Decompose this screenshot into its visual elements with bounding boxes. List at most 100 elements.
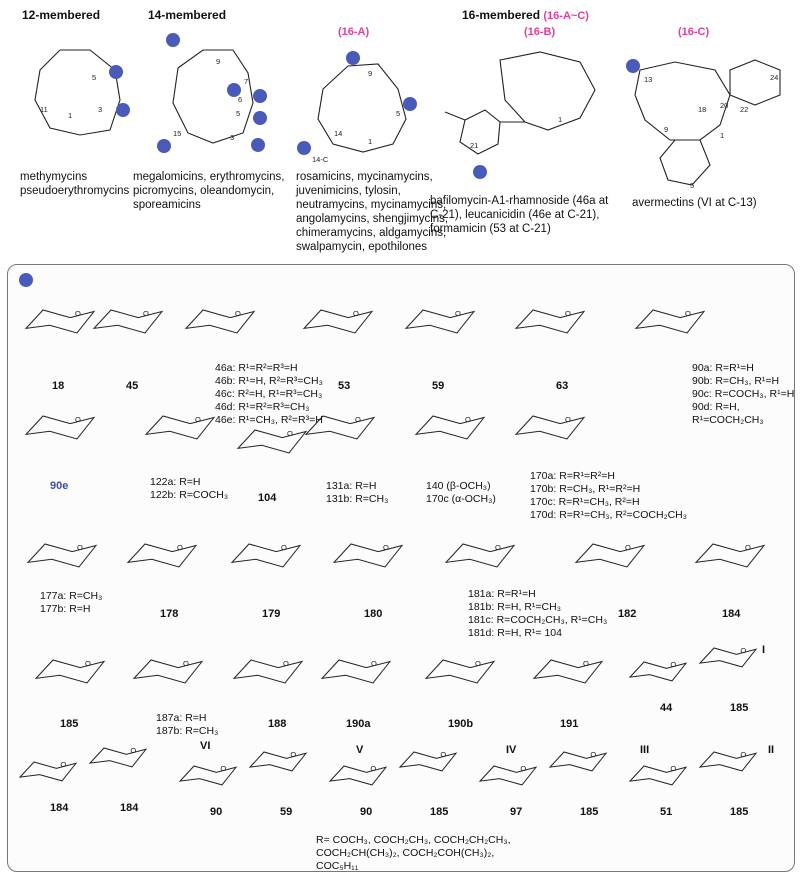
sugar-ring <box>414 415 486 440</box>
ring-oxygen-label: O <box>75 415 81 424</box>
sugar-ring <box>698 751 758 772</box>
ring-oxygen-label: O <box>520 764 526 773</box>
compound-structure-c188: O <box>232 659 304 684</box>
sugar-ring <box>92 309 164 334</box>
sugar-ring <box>132 659 204 684</box>
compound-label: 59 <box>432 380 445 392</box>
class-16a-examples: rosamicins, mycinamycins,juvenimicins, t… <box>296 171 449 253</box>
ring-oxygen-label: O <box>685 309 691 318</box>
ring-number: 11 <box>40 105 48 114</box>
sugar-ring <box>304 415 376 440</box>
sugar-ring <box>24 415 96 440</box>
sugar-ball-icon <box>473 165 487 179</box>
sugar-ring <box>18 761 78 782</box>
unit-label: 185 <box>580 806 599 818</box>
sugar-ring <box>34 659 106 684</box>
compound-structure-c63: O <box>514 309 586 334</box>
class-16c-examples: avermectins (VI at C-13) <box>632 197 757 209</box>
ring-oxygen-label: O <box>495 543 501 552</box>
ring-oxygen-label: O <box>177 543 183 552</box>
compound-structure-c46: O <box>184 309 256 334</box>
compound-structure-c191: O <box>532 659 604 684</box>
sugar-ring <box>328 765 388 786</box>
sugar-ball-icon <box>403 97 417 111</box>
substituent-note: 46b: R¹=H, R²=R³=CH₃ <box>215 375 323 387</box>
sugar-ring <box>24 309 96 334</box>
compound-structure-c179: O <box>230 543 302 568</box>
ring-number: 1 <box>68 111 72 120</box>
sugar-ring <box>236 429 308 454</box>
sugar-ring <box>628 765 688 786</box>
sugar-ball-icon <box>346 51 360 65</box>
ring-number: 5 <box>690 181 694 190</box>
ring-oxygen-label: O <box>740 750 746 759</box>
ring-oxygen-label: O <box>183 659 189 668</box>
ring-oxygen-label: O <box>290 750 296 759</box>
compound-label: 190b <box>448 718 474 730</box>
class-14-examples: megalomicins, erythromycins,picromycins,… <box>133 171 285 211</box>
compound-structure-c90e: O <box>24 415 96 440</box>
ring-oxygen-label: O <box>383 543 389 552</box>
substituent-note: 177a: R=CH₃ <box>40 590 103 602</box>
compound-label: IV <box>506 744 517 756</box>
class-16a-subtitle: (16-A) <box>338 26 370 38</box>
compound-structure-c178: O <box>126 543 198 568</box>
sugar-ball-icon <box>251 138 265 152</box>
ring-number: 1 <box>368 137 372 146</box>
ring-oxygen-label: O <box>565 309 571 318</box>
compound-label: II <box>768 744 775 756</box>
ring-number: 9 <box>216 57 220 66</box>
substituent-note: 181a: R=R¹=H <box>468 588 536 600</box>
sugar-ball-icon <box>297 141 311 155</box>
compound-block-c53: 53 <box>338 380 350 392</box>
sugar-ring <box>478 765 538 786</box>
compound-label: I <box>762 644 766 656</box>
compound-label: 90e <box>50 480 69 492</box>
unit-label: 184 <box>50 802 69 814</box>
sugar-ring <box>184 309 256 334</box>
sugar-ball-icon <box>253 89 267 103</box>
ring-16b-structure: 1 21 <box>444 51 596 179</box>
sugar-ball-icon <box>166 33 180 47</box>
compound-structure-c53: O <box>302 309 374 334</box>
compound-structure-cII: OO <box>628 750 758 786</box>
r-substituent-note: R= COCH₃, COCH₂CH₃, COCH₂CH₂CH₃,COCH₂CH(… <box>316 834 511 872</box>
sugar-ring <box>444 543 516 568</box>
unit-label: 97 <box>510 806 523 818</box>
substituent-note: 90b: R=CH₃, R¹=H <box>692 375 780 387</box>
ring-oxygen-label: O <box>440 750 446 759</box>
compound-label: 179 <box>262 608 281 620</box>
ring-number: 5 <box>396 109 400 118</box>
substituent-note: 170b: R=CH₃, R¹=R²=H <box>530 483 641 495</box>
compound-label: 182 <box>618 608 637 620</box>
unit-label: 90 <box>210 806 223 818</box>
unit-label: 59 <box>280 806 293 818</box>
ring-oxygen-label: O <box>455 309 461 318</box>
compound-structure-c131: O <box>304 415 376 440</box>
compound-structure-c187: O <box>132 659 204 684</box>
sugar-ring <box>178 765 238 786</box>
sugar-ring <box>574 543 646 568</box>
unit-label: 185 <box>730 702 749 714</box>
ring-number: 9 <box>664 125 668 134</box>
sugar-panel <box>7 264 795 872</box>
substituent-note: 46c: R²=H, R¹=R³=CH₃ <box>215 388 323 400</box>
sugar-ring <box>230 543 302 568</box>
sugar-ring <box>514 415 586 440</box>
ring-oxygen-label: O <box>287 429 293 438</box>
substituent-note: 46d: R¹=R²=R³=CH₃ <box>215 401 310 413</box>
compound-structure-c182: O <box>574 543 646 568</box>
compound-structure-c181: O <box>444 543 516 568</box>
compound-structure-c90: O <box>634 309 706 334</box>
compound-block-c18: 18 <box>52 380 64 392</box>
compound-structure-c190b: O <box>424 659 496 684</box>
ring-oxygen-label: O <box>583 659 589 668</box>
sugar-ball-icon <box>227 83 241 97</box>
substituent-note: 181d: R=H, R¹= 104 <box>468 627 562 639</box>
